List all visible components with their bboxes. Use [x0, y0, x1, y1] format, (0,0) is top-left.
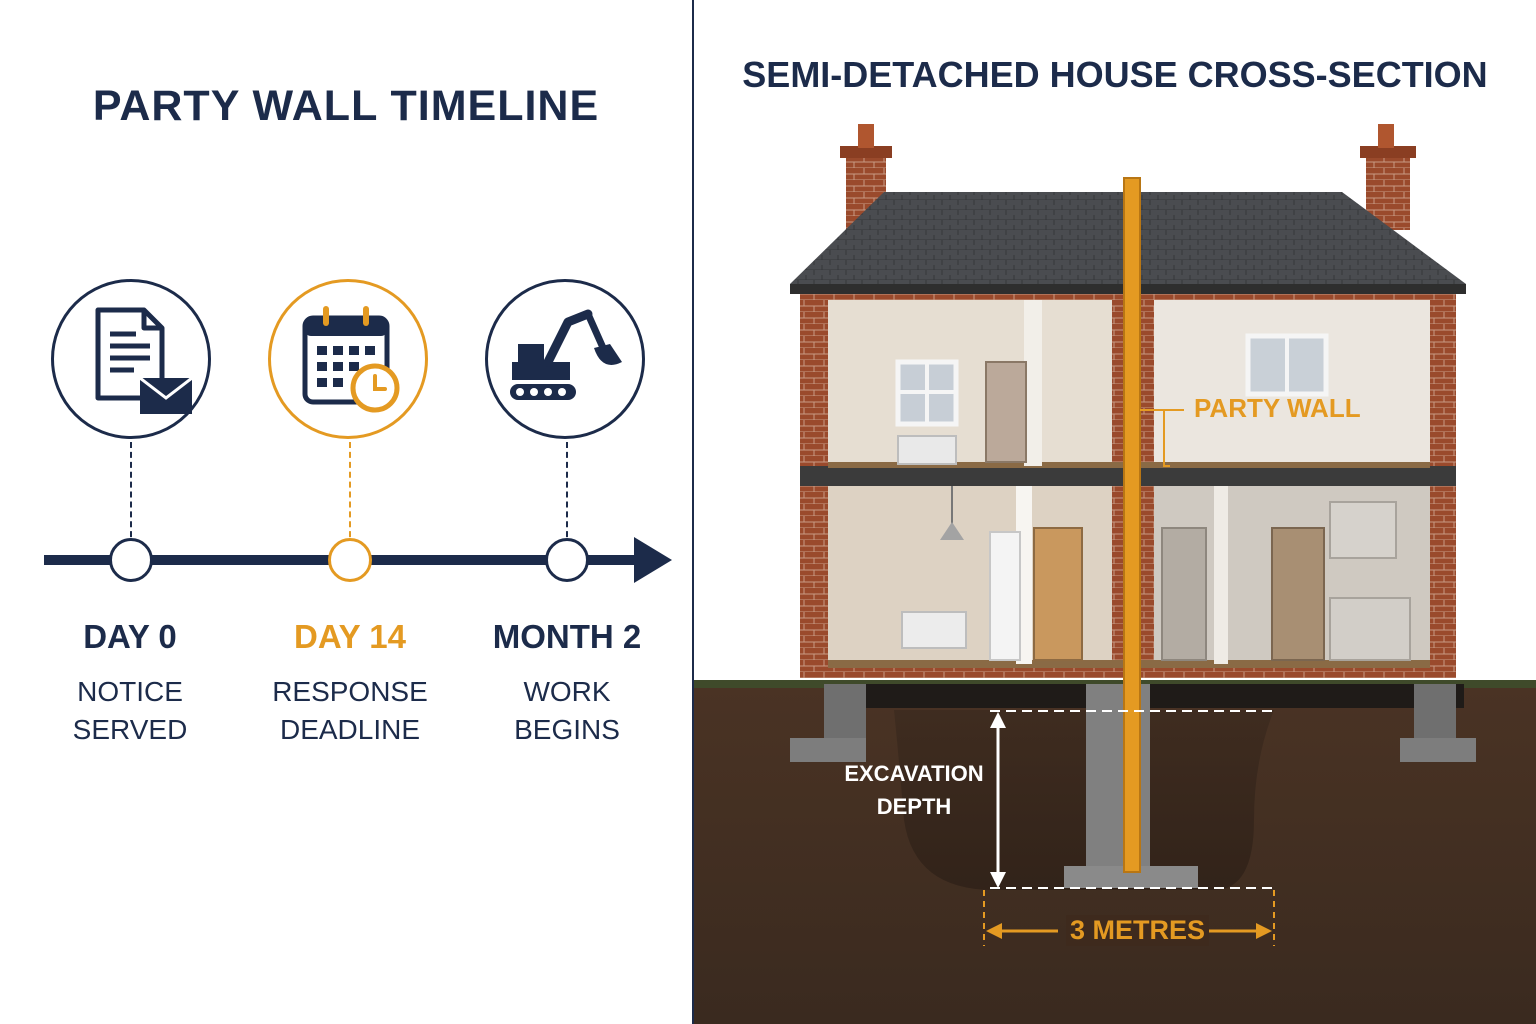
timeline-arrow-icon	[634, 537, 672, 583]
milestone-desc-line: DEADLINE	[279, 714, 421, 745]
milestone-label: DAY 0	[83, 618, 177, 655]
document-envelope-icon	[51, 279, 211, 439]
excavation-label-line: DEPTH	[876, 794, 952, 819]
timeline-node-day-14	[328, 538, 372, 582]
cross-section-panel: SEMI-DETACHED HOUSE CROSS-SECTION PARTY …	[694, 0, 1536, 1024]
calendar-clock-icon	[268, 279, 428, 439]
distance-label: 3 METRES	[1066, 915, 1210, 946]
milestone-label: DAY 14	[294, 618, 406, 655]
milestone-desc-line: WORK	[523, 676, 611, 707]
milestone-desc-line: NOTICE	[77, 676, 183, 707]
milestone-desc-line: RESPONSE	[272, 676, 428, 707]
milestone-description: NOTICE SERVED	[20, 673, 240, 749]
timeline-title: PARTY WALL TIMELINE	[92, 82, 600, 130]
milestone-desc-line: BEGINS	[514, 714, 620, 745]
milestone-stem	[566, 442, 568, 557]
milestone-desc-line: SERVED	[72, 714, 188, 745]
party-wall-label: PARTY WALL	[1194, 393, 1361, 423]
excavation-label-line: EXCAVATION	[844, 761, 984, 786]
panel-divider	[692, 0, 694, 1024]
milestone-description: RESPONSE DEADLINE	[240, 673, 460, 749]
house-cross-section-illustration	[694, 124, 1536, 1024]
excavator-icon	[485, 279, 645, 439]
party-wall	[1123, 177, 1141, 873]
milestone-label: MONTH 2	[492, 618, 642, 655]
timeline-node-month-2	[545, 538, 589, 582]
milestone-stem	[349, 442, 351, 557]
timeline-node-day-0	[109, 538, 153, 582]
cross-section-title: SEMI-DETACHED HOUSE CROSS-SECTION	[742, 54, 1488, 95]
timeline-panel: PARTY WALL TIMELINE	[0, 0, 692, 1024]
excavation-depth-label: EXCAVATION DEPTH	[834, 757, 994, 823]
excavation-pit	[894, 710, 1274, 890]
milestone-description: WORK BEGINS	[457, 673, 677, 749]
milestone-stem	[130, 442, 132, 557]
